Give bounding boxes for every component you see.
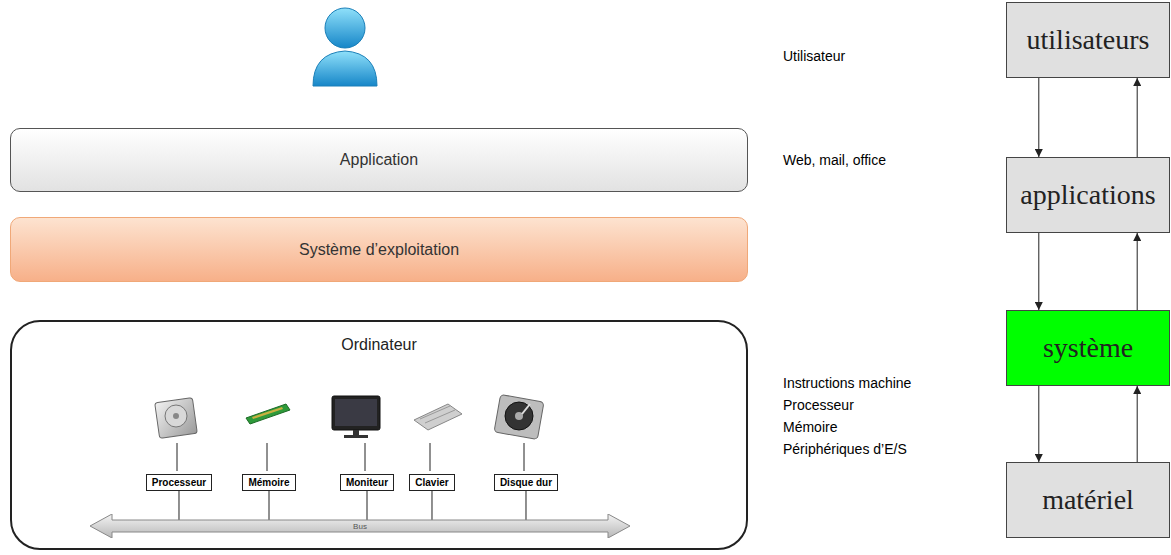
connector bbox=[367, 491, 368, 520]
monitor-icon bbox=[332, 396, 380, 438]
connector bbox=[1137, 78, 1138, 157]
node-text: Moniteur bbox=[346, 477, 388, 488]
node-text: Système d’exploitation bbox=[299, 241, 459, 259]
connector bbox=[178, 491, 179, 520]
side-label: Périphériques d’E/S bbox=[783, 441, 907, 457]
node-text: Application bbox=[340, 151, 418, 169]
node-text: matériel bbox=[1042, 484, 1134, 516]
node-text: applications bbox=[1020, 179, 1155, 211]
side-label: Mémoire bbox=[783, 419, 837, 435]
bus-arrow: Bus bbox=[90, 514, 630, 538]
component-box: Moniteur bbox=[340, 474, 394, 491]
node-text: Ordinateur bbox=[12, 322, 746, 354]
connector bbox=[431, 491, 432, 520]
node-text: utilisateurs bbox=[1027, 24, 1150, 56]
user-icon bbox=[313, 8, 377, 86]
keyboard-icon bbox=[414, 404, 462, 430]
component-box: Processeur bbox=[146, 474, 212, 491]
component-box: Mémoire bbox=[242, 474, 295, 491]
node-text: Bus bbox=[353, 522, 367, 531]
node-text: Clavier bbox=[415, 477, 448, 488]
layer-box: matériel bbox=[1006, 462, 1170, 538]
connector bbox=[1038, 78, 1039, 157]
connector bbox=[1038, 386, 1039, 462]
component-box: Disque dur bbox=[494, 474, 558, 491]
node-text: Mémoire bbox=[248, 477, 289, 488]
layer-box: applications bbox=[1006, 157, 1170, 233]
layer-box: utilisateurs bbox=[1006, 2, 1170, 78]
side-label: Processeur bbox=[783, 397, 854, 413]
node-text: Disque dur bbox=[500, 477, 552, 488]
hard-drive-icon bbox=[155, 398, 198, 439]
node-text: système bbox=[1043, 332, 1133, 364]
computer-box: OrdinateurProcesseur Mémoire Moniteur Clavi… bbox=[10, 320, 748, 550]
memory-icon bbox=[246, 404, 290, 424]
component-box: Clavier bbox=[409, 474, 454, 491]
os-band: Système d’exploitation bbox=[10, 217, 748, 282]
node-text: Processeur bbox=[152, 477, 206, 488]
side-label: Web, mail, office bbox=[783, 152, 886, 168]
connector bbox=[1137, 386, 1138, 462]
icon-leader bbox=[177, 443, 524, 471]
disk-icon bbox=[494, 394, 544, 439]
side-label: Utilisateur bbox=[783, 48, 845, 64]
layer-box: système bbox=[1006, 310, 1170, 386]
connector bbox=[1137, 233, 1138, 310]
connector bbox=[269, 491, 270, 520]
connector bbox=[1038, 233, 1039, 310]
connector bbox=[525, 491, 526, 520]
application-band: Application bbox=[10, 128, 748, 192]
side-label: Instructions machine bbox=[783, 375, 911, 391]
